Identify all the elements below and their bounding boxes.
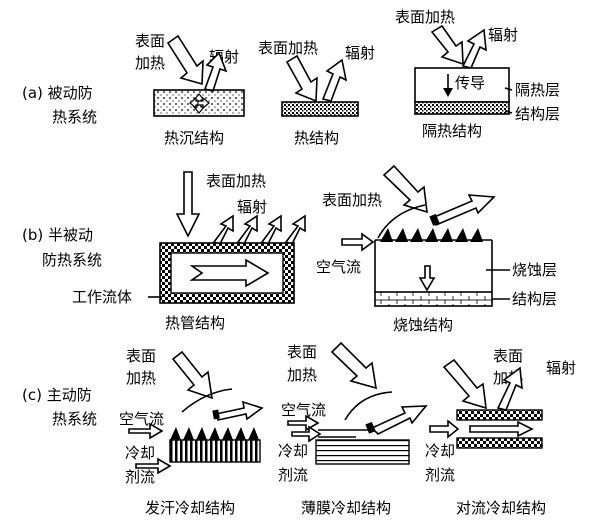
conduction-arrow — [443, 88, 453, 97]
internal-conduction-cross — [189, 93, 210, 114]
structure-layer — [414, 101, 510, 115]
outflow-arrow — [370, 405, 428, 435]
caption-transpiration: 发汗冷却结构 — [145, 499, 235, 517]
ablation-surface — [377, 204, 426, 239]
row-a-label-line2: 热系统 — [52, 108, 97, 126]
heating-arrow — [430, 24, 464, 66]
coolant-channel-arrow — [469, 420, 534, 438]
radiation-label: 辐射 — [546, 359, 576, 377]
caption-ablative: 烧蚀结构 — [393, 316, 453, 334]
boundary-line — [181, 388, 233, 413]
insulation-layer-label: 隔热层 — [515, 81, 560, 99]
heat-in-arrow — [418, 265, 436, 292]
air-flow-label: 空气流 — [281, 401, 326, 419]
caption-hot-structure: 热结构 — [294, 129, 339, 147]
coolant-arrow — [291, 425, 322, 443]
air-flow-arrow — [287, 414, 320, 432]
convection-cooling-structure: 表面 加热 辐射 冷却 剂流 对流冷却结构 — [425, 347, 576, 517]
surface-heating-label: 表面加热 — [395, 8, 455, 26]
heating-arrow — [285, 54, 318, 103]
heating-arrow — [175, 171, 201, 238]
film-cooled-wall — [315, 439, 410, 465]
air-flow-label: 空气流 — [316, 258, 361, 276]
heating-label: 加热 — [287, 366, 317, 384]
porous-wall — [169, 439, 261, 463]
surface-label: 表面 — [135, 32, 165, 50]
coolant-label-1: 冷却 — [278, 442, 308, 460]
insulation-layer — [414, 67, 510, 103]
coolant-arrow — [135, 457, 172, 475]
surface-heating-label: 表面加热 — [322, 191, 382, 209]
row-c-label-line2: 热系统 — [52, 410, 97, 428]
coolant-outflow-triangles — [170, 427, 259, 440]
heating-arrow — [166, 34, 204, 86]
structure-layer-label: 结构层 — [512, 290, 557, 308]
structure-layer — [374, 291, 493, 307]
surface-heating-label: 表面加热 — [206, 172, 266, 190]
heating-label: 加热 — [126, 369, 156, 387]
air-flow-arrow — [341, 232, 375, 252]
caption-heat-sink: 热沉结构 — [164, 129, 224, 147]
radiation-arrow — [461, 28, 487, 69]
heating-arrow — [442, 358, 487, 410]
outer-skin — [456, 409, 543, 421]
working-fluid-label: 工作流体 — [72, 288, 132, 306]
radiation-label: 辐射 — [345, 44, 375, 62]
heating-label: 加热 — [135, 54, 165, 72]
surface-label: 表面 — [493, 347, 523, 365]
coolant-arrow — [429, 419, 460, 439]
coolant-label-1: 冷却 — [425, 442, 455, 460]
hot-structure-block — [281, 101, 359, 117]
working-fluid-arrow — [189, 258, 270, 288]
coolant-label-1: 冷却 — [125, 444, 155, 462]
film-cooling-structure: 表面 加热 空气流 冷却 剂流 薄膜冷却结构 — [278, 341, 428, 517]
heat-pipe-structure: 表面加热 辐射 工作流体 热管结构 — [72, 171, 306, 332]
ablation-layer-label: 烧蚀层 — [512, 261, 557, 279]
coolant-label-2: 剂流 — [125, 468, 155, 486]
heating-arrow — [330, 341, 377, 390]
row-a-label-line1: (a) 被动防 — [22, 84, 93, 102]
radiation-arrow — [321, 58, 348, 102]
radiation-label: 辐射 — [237, 198, 267, 216]
hot-structure: 表面加热 辐射 热结构 — [258, 39, 375, 147]
caption-film-cooling: 薄膜冷却结构 — [301, 499, 391, 517]
radiation-arrow — [203, 51, 228, 92]
inner-skin — [456, 437, 543, 449]
coolant-label-2: 剂流 — [425, 466, 455, 484]
surface-label: 表面 — [287, 343, 317, 361]
radiation-arrows — [212, 214, 306, 245]
transpiration-cooling-structure: 表面 加热 空气流 冷却 剂流 发汗冷却结构 — [119, 347, 264, 517]
boundary-line — [344, 391, 393, 421]
coolant-label-2: 剂流 — [278, 466, 308, 484]
surface-label: 表面 — [126, 347, 156, 365]
ablation-gas-arrow — [430, 194, 496, 227]
radiation-label: 辐射 — [488, 26, 518, 44]
conduction-label: 传导 — [455, 74, 485, 92]
air-flow-label: 空气流 — [119, 410, 164, 428]
insulated-structure: 表面加热 辐射 传导 隔热层 结构层 隔热结构 — [395, 8, 560, 140]
structure-layer-label: 结构层 — [515, 105, 560, 123]
caption-heat-pipe: 热管结构 — [165, 314, 225, 332]
surface-heating-label: 表面加热 — [258, 39, 318, 57]
row-b-label-line1: (b) 半被动 — [22, 226, 93, 244]
heating-arrow — [382, 164, 428, 214]
caption-convection: 对流冷却结构 — [456, 499, 546, 517]
ablative-structure: 表面加热 空气流 烧蚀层 结构层 烧蚀结构 — [316, 164, 557, 334]
row-c-label-line1: (c) 主动防 — [22, 386, 92, 404]
radiation-arrow — [496, 366, 523, 411]
air-flow-arrow — [128, 422, 164, 440]
outflow-arrow — [214, 400, 264, 421]
heat-sink-structure: 表面 加热 辐射 热沉结构 — [135, 32, 245, 147]
row-b-label-line2: 防热系统 — [42, 251, 102, 269]
caption-insulated: 隔热结构 — [422, 122, 482, 140]
heating-arrow — [171, 350, 213, 400]
ablation-triangles — [380, 228, 483, 242]
